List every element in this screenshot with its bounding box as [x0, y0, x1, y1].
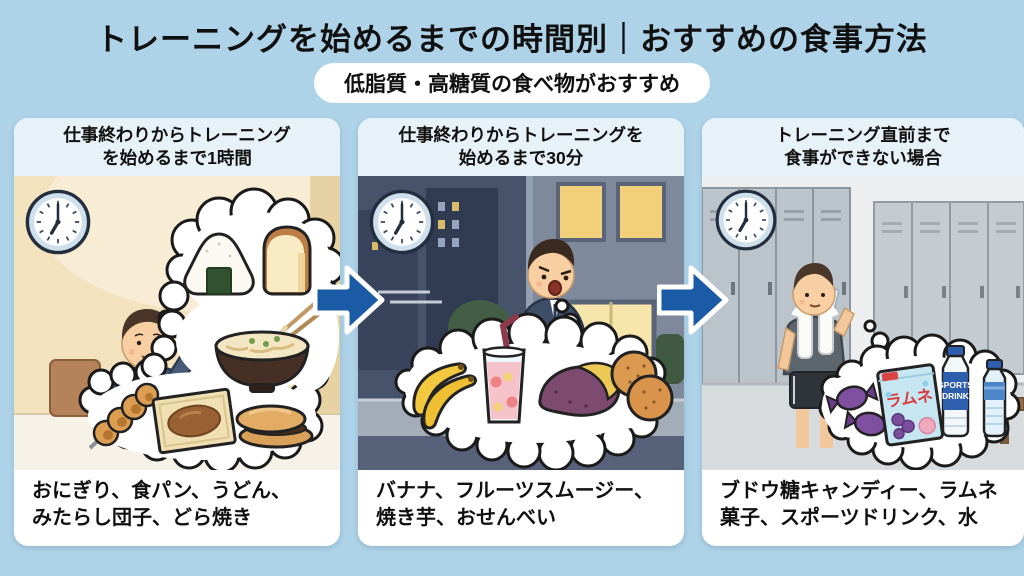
panel-1-heading: 仕事終わりからトレーニング を始めるまで1時間	[14, 118, 340, 176]
sports-drink-label-line1: SPORTS	[938, 380, 973, 390]
ramune-packet: ラムネ	[876, 363, 944, 447]
towel	[797, 311, 813, 359]
sports-drink-bottle: SPORTS DRINK	[938, 345, 973, 438]
panel-3-foods-line1: ブドウ糖キャンディー、ラムネ	[720, 480, 998, 502]
senbei-crackers	[610, 350, 674, 422]
panel-3-foods: ブドウ糖キャンディー、ラムネ 菓子、スポーツドリンク、水	[702, 470, 1024, 532]
mitarashi-dango-skewer	[88, 382, 160, 450]
speed-lines	[378, 290, 442, 304]
page-title: トレーニングを始めるまでの時間別｜おすすめの食事方法	[96, 22, 928, 57]
subtitle-badge: 低脂質・高糖質の食べ物がおすすめ	[314, 63, 710, 103]
panel-1-foods: おにぎり、食パン、うどん、 みたらし団子、どら焼き	[14, 470, 340, 532]
panel-3-heading-line2: 食事ができない場合	[784, 148, 942, 168]
panel-1-foods-line2: みたらし団子、どら焼き	[32, 507, 252, 529]
arrow-right-icon	[657, 265, 729, 335]
bananas	[412, 362, 477, 430]
sports-drink-label-line2: DRINK	[942, 391, 970, 401]
panel-3-foods-line2: 菓子、スポーツドリンク、水	[720, 507, 978, 529]
roasted-sweet-potato	[538, 361, 622, 417]
panel-2-heading: 仕事終わりからトレーニングを 始めるまで30分	[358, 118, 684, 176]
panel-2-heading-line2: 始めるまで30分	[458, 148, 584, 168]
panel-2-foods: バナナ、フルーツスムージー、 焼き芋、おせんべい	[358, 470, 684, 532]
onigiri	[183, 232, 255, 296]
arrow-right-icon	[313, 265, 385, 335]
wall-clock-icon	[369, 189, 435, 255]
bread-loaf	[262, 225, 312, 296]
udon-bowl	[214, 302, 322, 393]
locker-room-scene: ラムネ SPORTS DRINK	[702, 176, 1024, 470]
panel-2-foods-line1: バナナ、フルーツスムージー、	[376, 480, 654, 502]
panel-no-meal: トレーニング直前まで 食事ができない場合	[702, 118, 1024, 546]
dorayaki	[235, 404, 314, 449]
wrapped-sweet	[151, 387, 237, 455]
subtitle-row: 低脂質・高糖質の食べ物がおすすめ	[0, 63, 1024, 103]
panel-2-heading-line1: 仕事終わりからトレーニングを	[398, 124, 644, 145]
panel-3-heading-line1: トレーニング直前まで	[775, 124, 951, 145]
panel-2-foods-line2: 焼き芋、おせんべい	[376, 507, 556, 529]
office-eating-scene	[14, 176, 340, 470]
wall-clock-icon	[25, 189, 91, 255]
panel-1-foods-line1: おにぎり、食パン、うどん、	[32, 480, 291, 502]
running-at-night-scene	[358, 176, 684, 470]
panel-1-heading-line2: を始めるまで1時間	[102, 148, 252, 168]
fruit-smoothie-glass	[482, 314, 526, 424]
panel-1hour: 仕事終わりからトレーニング を始めるまで1時間	[14, 118, 340, 546]
wall-clock-icon	[715, 189, 777, 251]
water-bottle	[982, 359, 1007, 438]
panel-30min: 仕事終わりからトレーニングを 始めるまで30分	[358, 118, 684, 546]
panel-3-heading: トレーニング直前まで 食事ができない場合	[702, 118, 1024, 176]
panel-1-heading-line1: 仕事終わりからトレーニング	[63, 124, 291, 145]
